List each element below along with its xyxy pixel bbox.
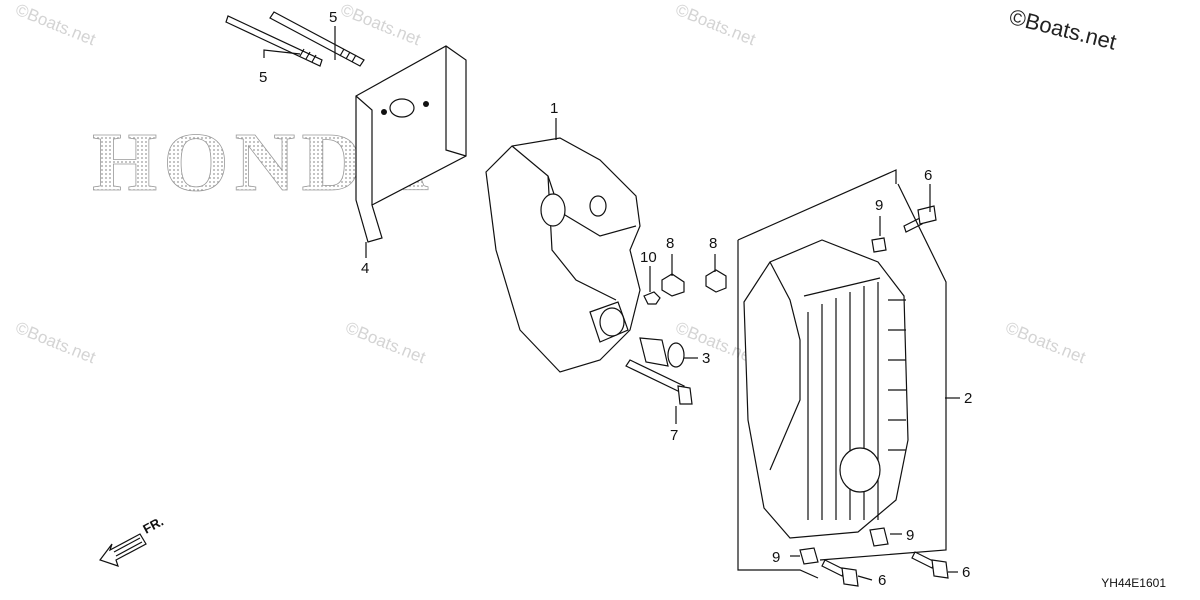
callout-6: 6 <box>962 564 970 581</box>
flange-bolt <box>911 551 949 579</box>
callout-10: 10 <box>640 249 657 266</box>
callout-8: 8 <box>709 235 717 252</box>
stud-bolt <box>225 15 323 67</box>
screw <box>643 291 661 305</box>
callout-2: 2 <box>964 390 972 407</box>
muffler-body <box>485 137 641 373</box>
flange-bolt <box>903 205 937 233</box>
flange-nut <box>661 273 685 297</box>
collar <box>871 237 887 253</box>
spark-arrester <box>639 337 685 368</box>
front-label: FR. <box>140 514 166 537</box>
callout-7: 7 <box>670 427 678 444</box>
drawing-code: YH44E1601 <box>1101 576 1166 590</box>
muffler-protector-cover <box>743 239 909 539</box>
flange-nut <box>705 269 727 293</box>
stud-bolt <box>269 11 365 67</box>
callout-4: 4 <box>361 260 369 277</box>
callout-6: 6 <box>878 572 886 589</box>
leader-lines <box>263 26 960 581</box>
callout-5: 5 <box>259 69 267 86</box>
callout-8: 8 <box>666 235 674 252</box>
flange-bolt <box>821 559 859 587</box>
collar <box>799 547 819 565</box>
front-direction-arrow-icon <box>99 533 147 567</box>
callout-1: 1 <box>550 100 558 117</box>
callout-5: 5 <box>329 9 337 26</box>
callout-9: 9 <box>906 527 914 544</box>
group-bracket <box>737 169 947 579</box>
collar <box>869 527 889 547</box>
callout-9: 9 <box>772 549 780 566</box>
flange-bolt <box>625 359 693 405</box>
callout-3: 3 <box>702 350 710 367</box>
heat-shield-plate <box>355 45 467 243</box>
callout-9: 9 <box>875 197 883 214</box>
callout-6: 6 <box>924 167 932 184</box>
